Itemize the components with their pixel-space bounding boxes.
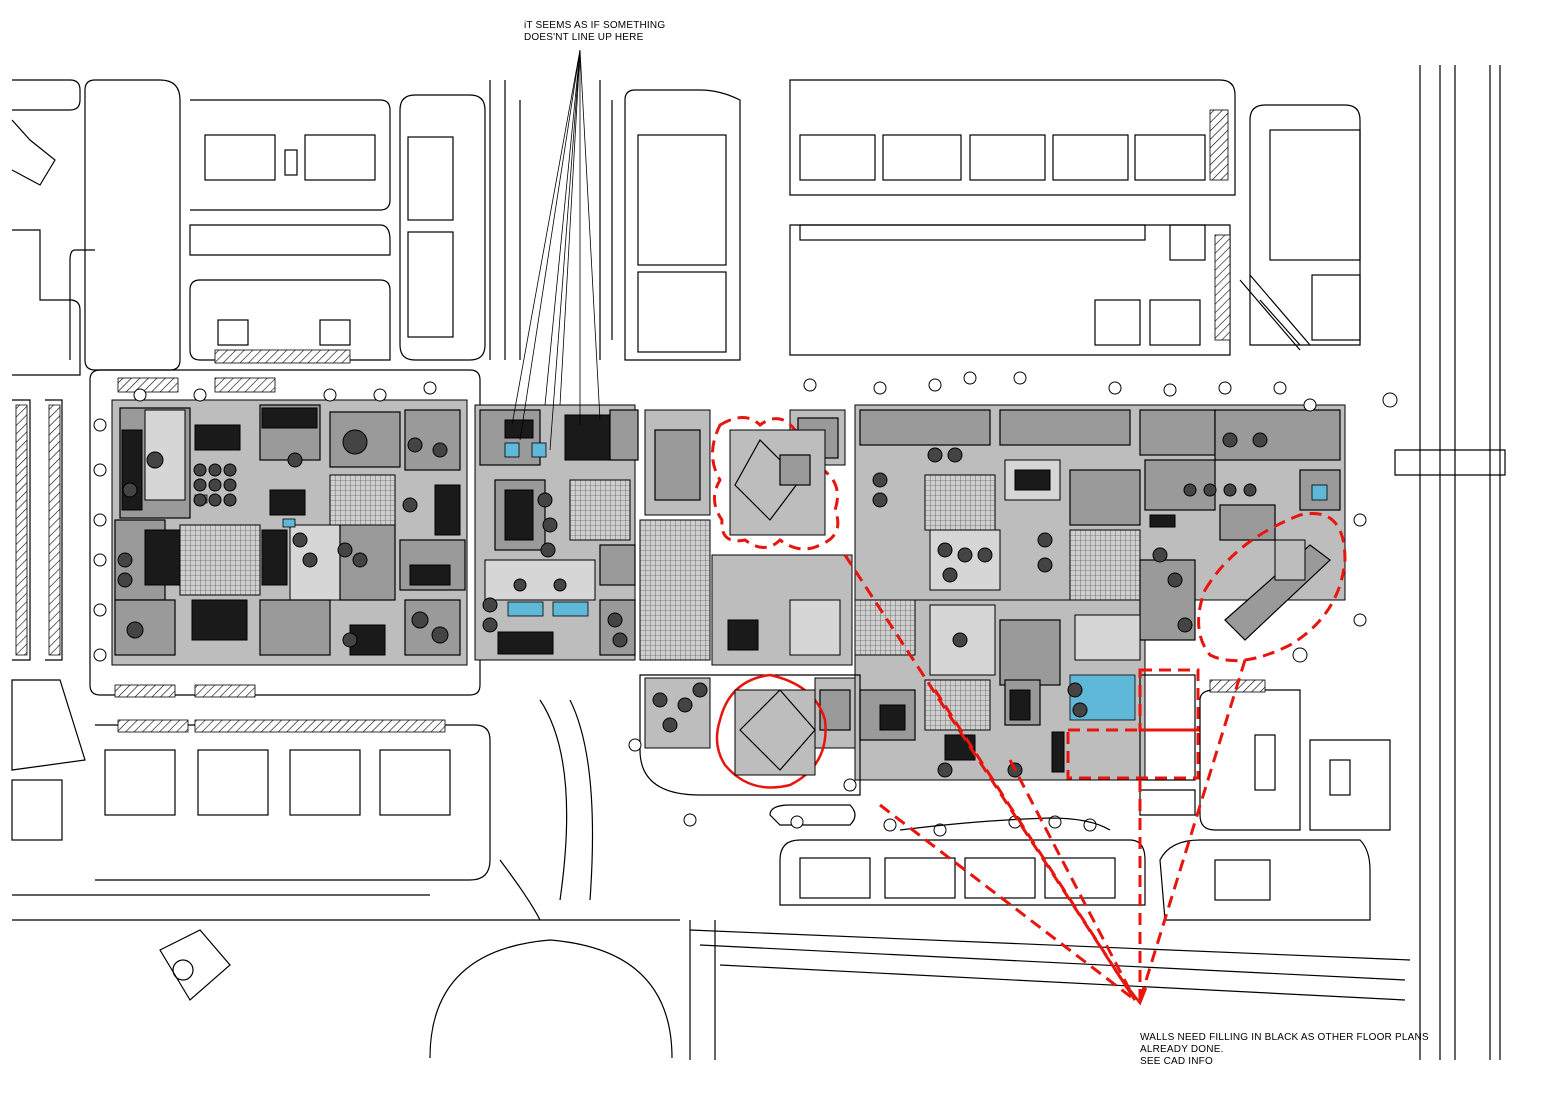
markup-leader-5 (1138, 659, 1247, 1001)
annotation-note-alignment: iT SEEMS AS IF SOMETHING DOES'NT LINE UP… (524, 20, 665, 44)
red-markup (711, 416, 1347, 1006)
tree-cluster-west (117, 437, 449, 648)
tree-cluster-east (872, 432, 1268, 778)
markup-box-lower-east-2 (1138, 668, 1200, 732)
markup-leader-2 (879, 803, 1136, 1002)
podium-central (474, 404, 853, 666)
podium-south (628, 674, 1301, 837)
tree-cluster-central (482, 492, 628, 648)
annotation-line: SEE CAD INFO (1140, 1056, 1213, 1067)
annotation-line: WALLS NEED FILLING IN BLACK AS OTHER FLO… (1140, 1032, 1429, 1043)
perimeter-trees-north (803, 371, 1398, 663)
annotation-line: ALREADY DONE. (1140, 1044, 1224, 1055)
road-network (11, 65, 1506, 1060)
markup-ellipse-east-tower (1197, 512, 1347, 663)
podium-east (803, 371, 1398, 781)
annotation-note-walls: WALLS NEED FILLING IN BLACK AS OTHER FLO… (1140, 1032, 1429, 1068)
markup-leader-3 (933, 689, 1137, 1001)
perimeter-trees-west (93, 381, 437, 662)
annotation-line: DOES'NT LINE UP HERE (524, 32, 644, 43)
podium-west (89, 369, 481, 698)
markup-leader-6 (1008, 759, 1137, 1001)
markup-leader-1 (843, 554, 1137, 1001)
annotation-line: iT SEEMS AS IF SOMETHING (524, 20, 666, 31)
note-leaders-top (511, 49, 601, 451)
markup-box-lower-east (1066, 728, 1200, 780)
markup-circle-south-tower (715, 673, 827, 789)
